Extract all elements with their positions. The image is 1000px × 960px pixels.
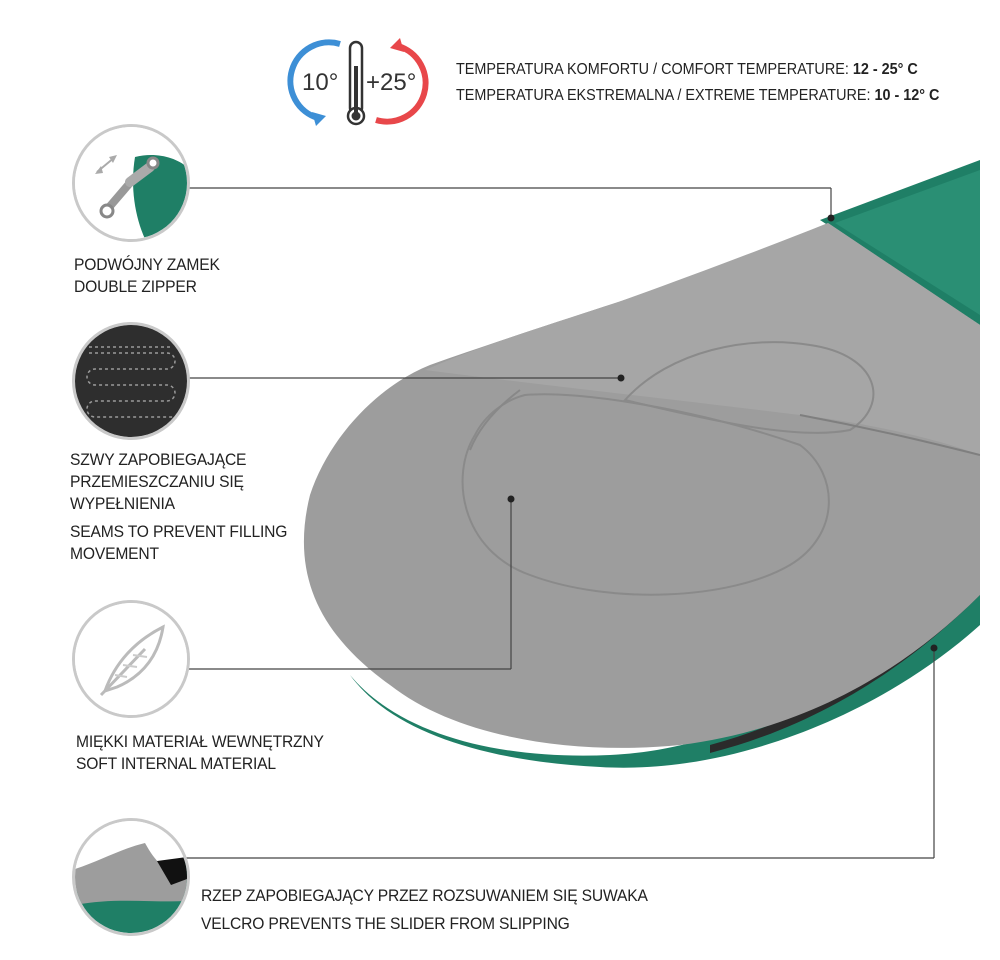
feature-1-line-2: DOUBLE ZIPPER <box>74 277 197 296</box>
temp-high-text: +25° <box>366 69 416 96</box>
feature-seams: SZWY ZAPOBIEGAJĄCE PRZEMIESZCZANIU SIĘ W… <box>70 449 287 565</box>
zipper-icon <box>72 124 190 242</box>
sleeping-bag-illustration <box>303 160 980 768</box>
feature-2-line-4: SEAMS TO PREVENT FILLING <box>70 522 288 541</box>
feature-2-line-3: WYPEŁNIENIA <box>70 494 175 513</box>
feature-velcro: RZEP ZAPOBIEGAJĄCY PRZEZ ROZSUWANIEM SIĘ… <box>201 882 648 938</box>
feature-2-line-1: SZWY ZAPOBIEGAJĄCE <box>70 450 247 469</box>
seam-pattern-icon <box>72 322 190 440</box>
temp-low-text: 10° <box>302 69 338 96</box>
comfort-temperature-value: 12 - 25° C <box>852 61 918 78</box>
thermometer-temperature-icon: 10° +25° <box>287 38 429 126</box>
velcro-corner-icon <box>72 818 190 936</box>
feather-icon <box>72 600 190 718</box>
extreme-temperature: TEMPERATURA EKSTREMALNA / EXTREME TEMPER… <box>456 84 939 108</box>
feature-double-zipper: PODWÓJNY ZAMEK DOUBLE ZIPPER <box>74 254 220 298</box>
extreme-temperature-value: 10 - 12° C <box>874 87 940 104</box>
feature-soft-material: MIĘKKI MATERIAŁ WEWNĘTRZNY SOFT INTERNAL… <box>76 731 324 775</box>
feature-1-line-1: PODWÓJNY ZAMEK <box>74 255 220 274</box>
feature-3-line-2: SOFT INTERNAL MATERIAL <box>76 754 276 773</box>
extreme-temperature-label: TEMPERATURA EKSTREMALNA / EXTREME TEMPER… <box>456 87 875 104</box>
feature-4-line-1: RZEP ZAPOBIEGAJĄCY PRZEZ ROZSUWANIEM SIĘ… <box>201 886 648 905</box>
feature-3-line-1: MIĘKKI MATERIAŁ WEWNĘTRZNY <box>76 732 324 751</box>
feature-4-line-2: VELCRO PREVENTS THE SLIDER FROM SLIPPING <box>201 914 570 933</box>
comfort-temperature-label: TEMPERATURA KOMFORTU / COMFORT TEMPERATU… <box>456 61 853 78</box>
feature-2-line-5: MOVEMENT <box>70 544 159 563</box>
comfort-temperature: TEMPERATURA KOMFORTU / COMFORT TEMPERATU… <box>456 58 918 82</box>
feature-2-line-2: PRZEMIESZCZANIU SIĘ <box>70 472 244 491</box>
